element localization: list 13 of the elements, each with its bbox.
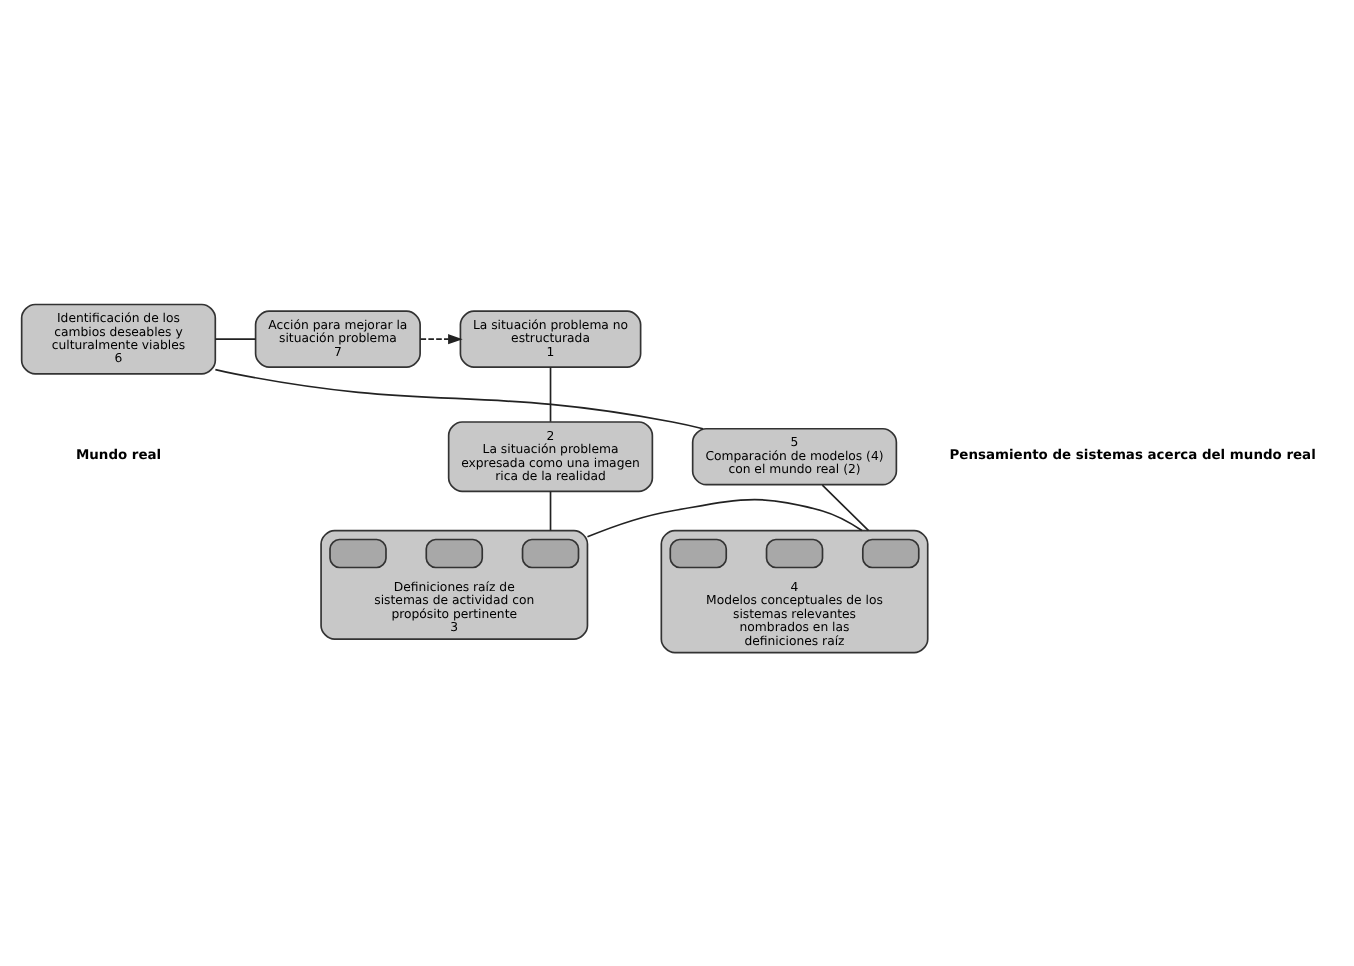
node-blob (669, 538, 728, 569)
connector (214, 368, 704, 430)
connector (586, 498, 863, 538)
node-blob (861, 538, 920, 569)
connector (549, 490, 552, 532)
connector (821, 484, 870, 532)
node-blob (765, 538, 824, 569)
node-blob (329, 538, 387, 569)
connector (214, 338, 257, 340)
node-blob (521, 538, 580, 569)
node-blob (425, 538, 484, 569)
arrow (419, 334, 463, 345)
connector (549, 366, 552, 423)
